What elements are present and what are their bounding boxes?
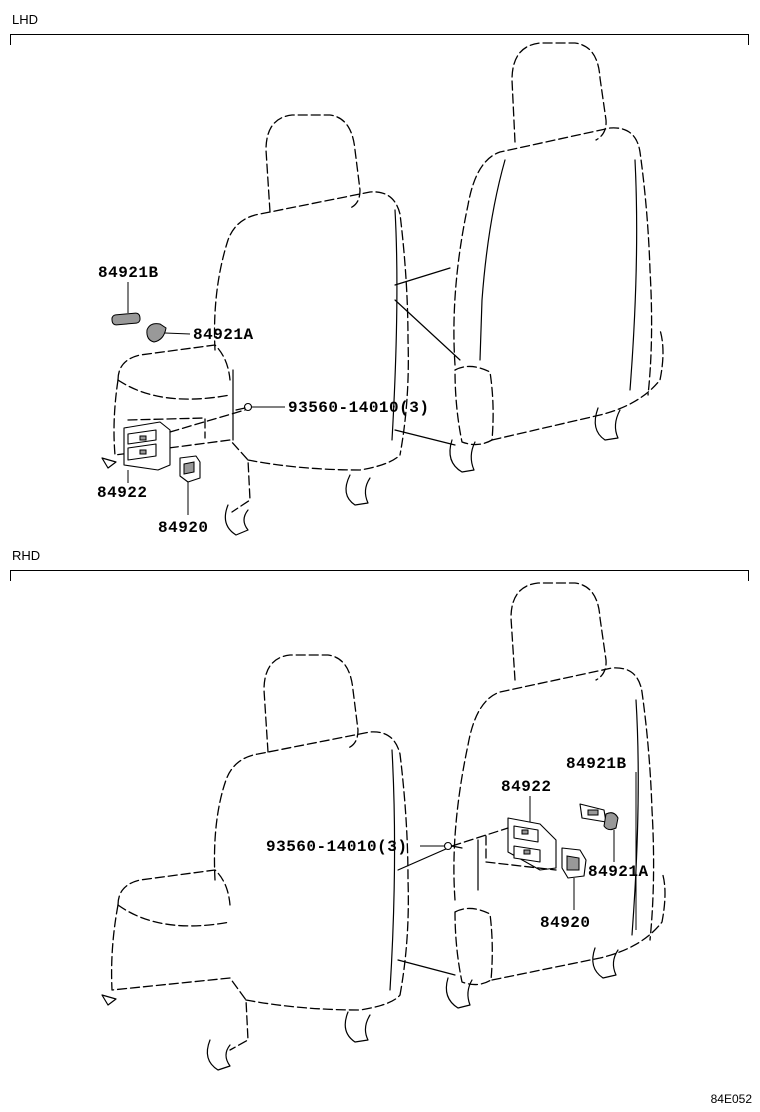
lhd-screw-icon [235,402,253,412]
lhd-callout-screw: 93560-14010(3) [288,399,430,417]
lhd-knob-84921a-icon [146,323,167,343]
section-label-lhd: LHD [12,12,39,27]
rhd-rear-seat-left [101,654,456,1071]
rhd-rear-seat-right [445,582,666,1009]
rhd-switch-84920-icon [561,847,587,879]
rhd-callout-84921a: 84921A [588,863,649,881]
rhd-screw-icon [443,841,463,851]
rhd-parts [420,772,637,930]
section-label-rhd: RHD [12,548,41,563]
lhd-knob-84921b-icon [111,312,141,326]
lhd-parts [111,282,285,515]
rhd-callout-84921b: 84921B [566,755,627,773]
lhd-switch-base-84922-icon [123,421,171,471]
rhd-knob-84921b-icon [579,803,607,823]
rhd-switch-base-84922-icon [507,817,557,871]
rhd-knob-84921a-icon [603,812,619,831]
section-rule-rhd [10,570,749,581]
lhd-callout-84921b: 84921B [98,264,159,282]
lhd-callout-84922: 84922 [97,484,148,502]
lhd-rear-seat-left [101,114,461,536]
lhd-callout-84921a: 84921A [193,326,254,344]
rhd-callout-screw: 93560-14010(3) [266,838,408,856]
lhd-callout-84920: 84920 [158,519,209,537]
section-rule-lhd [10,34,749,45]
rhd-callout-84920: 84920 [540,914,591,932]
lhd-switch-84920-icon [179,455,201,483]
diagram-code: 84E052 [710,1092,752,1106]
lhd-rear-seat-right [449,42,664,473]
rhd-callout-84922: 84922 [501,778,552,796]
